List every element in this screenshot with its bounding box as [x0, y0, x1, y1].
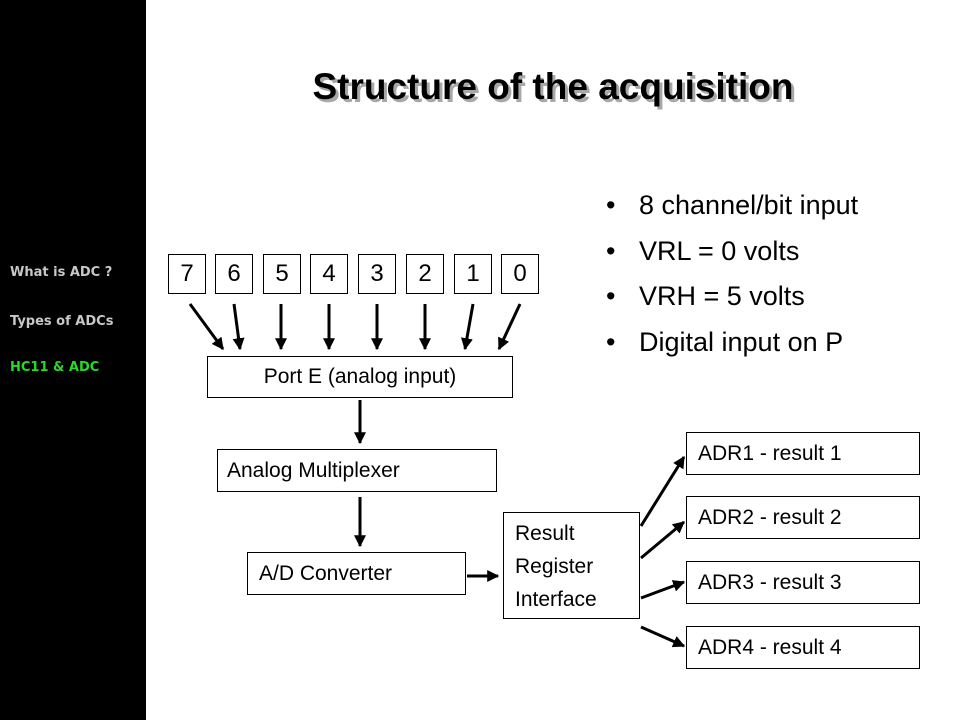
- bullet-text: VRL = 0 volts: [639, 235, 800, 266]
- bit-box-6: 6: [215, 254, 253, 294]
- port-e-box: Port E (analog input): [207, 356, 513, 398]
- bit-1-arrow: [460, 303, 475, 351]
- adr3-box: ADR3 - result 3: [686, 561, 920, 604]
- bit-box-5: 5: [263, 254, 301, 294]
- bit-0-arrow: [497, 303, 522, 351]
- bullet-dot: •: [606, 235, 616, 266]
- adr2-box: ADR2 - result 2: [686, 496, 920, 539]
- nav-item-types-of-adcs[interactable]: Types of ADCs: [10, 314, 114, 329]
- nav-item-what-is-adc[interactable]: What is ADC ?: [10, 265, 113, 280]
- sidebar: What is ADC ? Types of ADCs HC11 & ADC: [0, 0, 146, 720]
- result-interface-line: Interface: [515, 588, 597, 611]
- bit-7-arrow: [188, 303, 225, 350]
- bit-box-3: 3: [358, 254, 396, 294]
- bit-box-4: 4: [310, 254, 348, 294]
- bullet-item: • Digital input on P: [606, 320, 858, 366]
- bullet-dot: •: [606, 326, 616, 357]
- slide-title: Structure of the acquisition: [312, 66, 794, 107]
- interface-to-adr4-arrow: [640, 625, 686, 648]
- adr4-box: ADR4 - result 4: [686, 626, 920, 669]
- interface-to-adr1-arrow: [639, 455, 686, 527]
- bit-box-0: 0: [501, 254, 539, 294]
- nav-item-hc11-adc[interactable]: HC11 & ADC: [10, 360, 100, 375]
- result-interface-line: Register: [515, 555, 594, 578]
- result-interface-line: Result: [515, 522, 575, 545]
- result-register-interface-box: Result Register Interface: [503, 512, 640, 619]
- bullet-item: • VRL = 0 volts: [606, 229, 858, 275]
- bullet-text: Digital input on P: [639, 326, 844, 357]
- bullet-dot: •: [606, 190, 616, 220]
- interface-to-adr2-arrow: [640, 520, 685, 560]
- bit-box-2: 2: [406, 254, 444, 294]
- bit-6-arrow: [232, 303, 245, 351]
- bullet-text: VRH = 5 volts: [639, 281, 805, 311]
- adr1-box: ADR1 - result 1: [686, 432, 920, 475]
- bit-box-1: 1: [454, 254, 492, 294]
- ad-converter-box: A/D Converter: [247, 552, 466, 595]
- bullet-list: • 8 channel/bit input • VRL = 0 volts • VRH…: [606, 183, 858, 365]
- bit-box-7: 7: [168, 254, 206, 294]
- bullet-text: 8 channel/bit input: [639, 190, 859, 220]
- interface-to-adr3-arrow: [640, 580, 686, 600]
- bullet-item: • VRH = 5 volts: [606, 274, 858, 320]
- bullet-item: • 8 channel/bit input: [606, 183, 858, 229]
- analog-multiplexer-box: Analog Multiplexer: [217, 449, 497, 492]
- bullet-dot: •: [606, 281, 616, 311]
